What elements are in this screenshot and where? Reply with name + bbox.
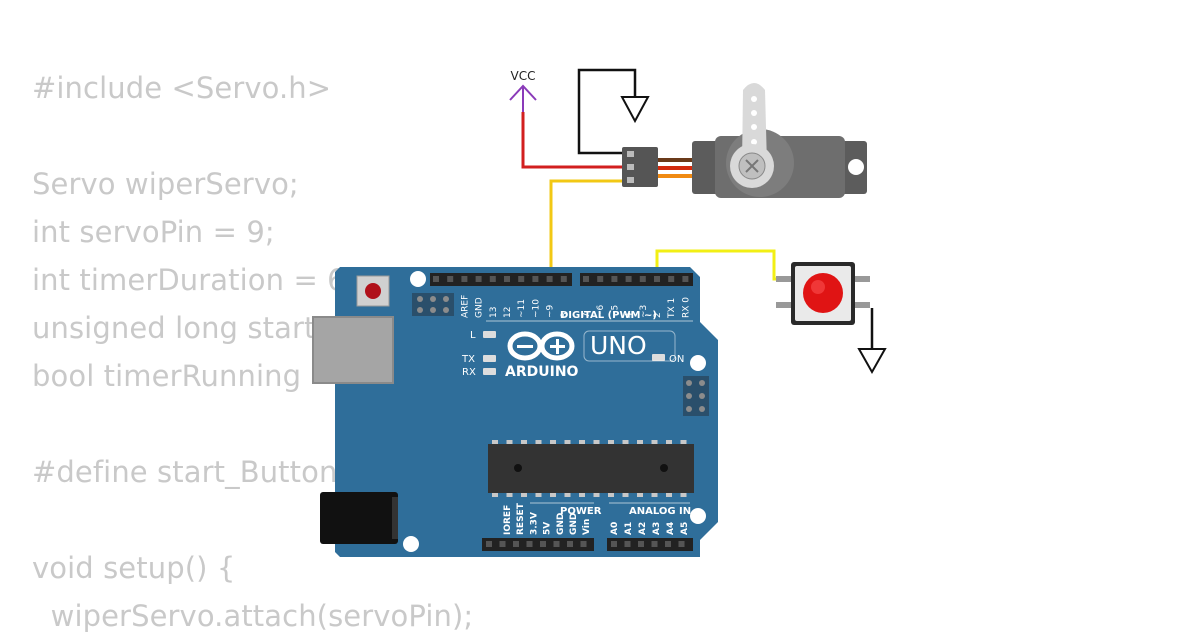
vcc-symbol: VCC [509, 69, 537, 112]
microcontroller-chip [488, 440, 694, 497]
analog-header-label: ANALOG IN [629, 506, 691, 517]
code-line: wiperServo.attach(servoPin); [32, 599, 474, 633]
digital-header-right [580, 273, 693, 286]
code-line: #include <Servo.h> [32, 71, 332, 105]
led-l [483, 331, 496, 338]
arduino-logo [507, 330, 676, 362]
analog-pin-label: A3 [652, 522, 662, 535]
digital-pin-label: ~11 [517, 299, 527, 318]
wire-vcc[interactable] [521, 112, 624, 169]
led-tx-label: TX [461, 354, 475, 365]
led-l-label: L [470, 330, 476, 341]
ground-symbol-button [857, 348, 887, 375]
code-line: bool timerRunning [32, 359, 302, 393]
led-on-label: ON [669, 354, 684, 365]
digital-pin-label: AREF [460, 295, 470, 318]
power-pin-label: GND [569, 513, 579, 535]
digital-pin-label: ~10 [531, 299, 541, 318]
power-header [482, 538, 594, 551]
power-jack [320, 492, 398, 544]
digital-pin-label: 7 [582, 312, 592, 318]
digital-pin-label: 13 [489, 307, 499, 318]
wire-servo-gnd[interactable] [577, 68, 637, 155]
push-button[interactable] [776, 262, 870, 325]
analog-pin-label: A1 [624, 522, 634, 535]
power-pin-label: 3.3V [529, 512, 539, 535]
digital-pin-label: ~3 [639, 305, 649, 318]
analog-pin-label: A0 [610, 522, 620, 535]
code-line: #define start_Button [32, 455, 338, 489]
digital-pin-label: 4 [625, 312, 635, 318]
digital-pin-label: ~5 [610, 305, 620, 318]
wire-servo-signal[interactable] [549, 179, 624, 278]
digital-pin-label: ~9 [546, 304, 556, 318]
digital-pin-label: 2 [653, 312, 663, 318]
code-line: int servoPin = 9; [32, 215, 275, 249]
board-brand: ARDUINO [505, 364, 579, 380]
digital-pin-label: RX 0 [681, 297, 691, 318]
servo-motor[interactable] [622, 83, 867, 198]
led-rx [483, 368, 496, 375]
arduino-uno-board[interactable]: AREF GND 13 12 ~11 ~10 ~9 8 7 ~6 ~5 4 ~3 2 TX 1 RX 0 DI… [312, 267, 718, 557]
power-pin-label: Vin [582, 519, 592, 535]
code-line: unsigned long start [32, 311, 316, 345]
power-pin-label: RESET [516, 502, 526, 535]
digital-header-label: DIGITAL (PWM ~) [560, 310, 657, 321]
led-rx-label: RX [462, 367, 476, 378]
code-editor-background: #include <Servo.h> Servo wiperServo; int s… [32, 64, 473, 640]
analog-pin-label: A4 [666, 522, 676, 535]
code-line: void setup() { [32, 551, 236, 585]
code-line: int timerDuration = 6 [32, 263, 346, 297]
digital-pin-label: GND [475, 297, 485, 318]
digital-pin-label: 8 [560, 312, 570, 318]
digital-pin-label: ~6 [596, 304, 606, 318]
power-header-label: POWER [560, 506, 602, 517]
usb-port [312, 316, 394, 384]
board-model: UNO [590, 331, 647, 360]
led-on [652, 354, 665, 361]
analog-pin-label: A5 [680, 522, 690, 535]
power-pin-label: GND [556, 513, 566, 535]
ground-symbol-servo [620, 96, 650, 124]
vcc-label: VCC [511, 69, 536, 83]
code-line: Servo wiperServo; [32, 167, 299, 201]
digital-pin-label: 12 [503, 307, 513, 318]
digital-pin-label: TX 1 [667, 298, 677, 319]
power-pin-label: IOREF [503, 505, 513, 535]
analog-pin-label: A2 [638, 522, 648, 535]
led-tx [483, 355, 496, 362]
power-pin-label: 5V [543, 522, 553, 535]
